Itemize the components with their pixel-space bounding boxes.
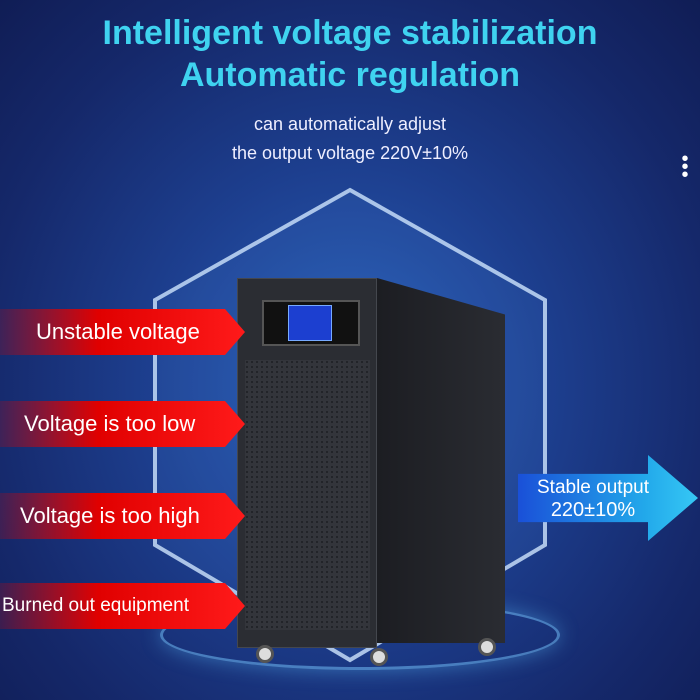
subtitle-line2: the output voltage 220V±10% [231,143,469,163]
problem-label: Voltage is too high [20,503,200,528]
headline-line1: Intelligent voltage stabilization [102,14,598,52]
cabinet-side [377,278,505,643]
problem-label: Burned out equipment [2,595,189,616]
wheel [256,645,274,663]
output-label: Stable output [537,477,649,498]
problem-label: Voltage is too low [24,411,196,436]
more-options-icon[interactable]: ••• [681,148,689,186]
cabinet-vent-mesh [245,360,370,630]
lcd-screen [288,305,332,341]
problem-arrow: Voltage is too low [0,401,245,447]
problem-arrow: Voltage is too high [0,493,245,539]
problem-label: Unstable voltage [36,319,200,344]
wheel [370,648,388,666]
headline-line2: Automatic regulation [179,56,521,94]
subtitle-line1: can automatically adjust [253,114,447,134]
output-value: 220±10% [550,499,636,521]
problem-arrow: Unstable voltage [0,309,245,355]
wheel [478,638,496,656]
problem-arrow: Burned out equipment [0,583,245,629]
